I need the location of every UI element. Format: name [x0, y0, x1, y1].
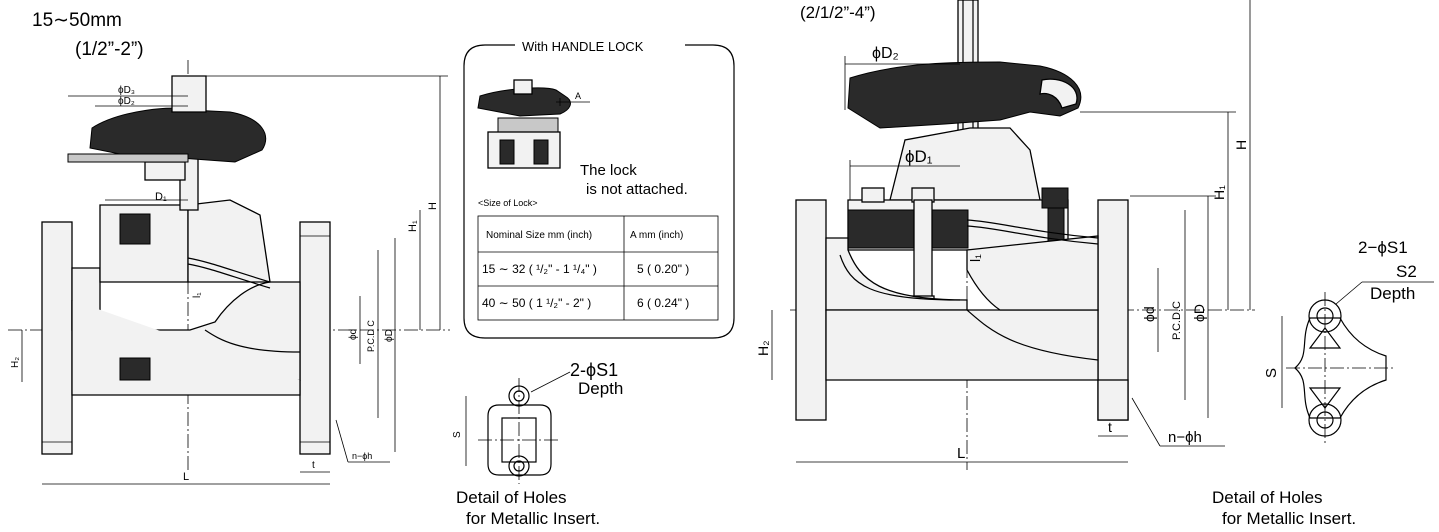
large-dim-d1: ϕD₁ — [905, 147, 933, 166]
large-hole-s1: 2−ϕS1 — [1358, 238, 1408, 257]
large-size-inch: (2/1/2”-4”) — [800, 3, 876, 22]
small-hole-detail: S 2-ϕS1 Depth Detail of Holes for Metall… — [452, 360, 623, 528]
large-dim-bigd: ϕD — [1191, 304, 1207, 322]
small-dim-h: H — [427, 202, 439, 210]
small-dim-d1: D₁ — [155, 191, 167, 203]
small-dim-d2: ϕD₂ — [118, 96, 135, 107]
lock-note-1: The lock — [580, 162, 637, 179]
small-dim-pcdc: P.C.D C — [366, 320, 376, 352]
small-size-inch: (1/2”-2”) — [75, 39, 144, 60]
lock-note-2: is not attached. — [586, 181, 688, 198]
large-hole-detail: S 2−ϕS1 S2 Depth Detail of Holes for Met… — [1212, 238, 1434, 528]
large-dim-h1: H₁ — [1211, 185, 1227, 200]
small-dim-h2: H₂ — [10, 357, 21, 368]
large-hole-s: S — [1263, 368, 1280, 378]
large-hole-caption-2: for Metallic Insert. — [1222, 509, 1356, 528]
large-dim-d2: ϕD₂ — [872, 45, 899, 62]
large-dim-l1: l₁ — [967, 254, 983, 262]
small-dim-nh: n−ϕh — [352, 451, 372, 461]
small-dim-l1: l₁ — [192, 292, 203, 298]
small-dim-d3: ϕD₃ — [118, 85, 135, 96]
table-row-2-size: 40 ∼ 50 ( 1 ¹/₂" - 2" ) — [482, 296, 591, 310]
large-dim-h: H — [1233, 140, 1249, 150]
small-dim-d: ϕd — [348, 329, 359, 340]
small-valve-drawing: 15∼50mm (1/2”-2”) ϕD₃ — [8, 10, 450, 485]
table-header-a: A mm (inch) — [630, 230, 683, 241]
large-dim-t: t — [1108, 419, 1112, 435]
large-hole-caption-1: Detail of Holes — [1212, 488, 1323, 507]
table-row-2-a: 6 ( 0.24" ) — [637, 296, 689, 310]
handle-lock-panel: With HANDLE LOCK A The lock is not attac… — [463, 39, 735, 339]
large-dim-h2: H₂ — [755, 340, 771, 356]
large-valve-drawing: (2/1/2”-4”) — [755, 0, 1255, 470]
lock-illustration: A — [477, 79, 590, 169]
lock-size-caption: <Size of Lock> — [478, 198, 538, 208]
lock-dim-a: A — [575, 91, 581, 101]
large-dim-nh: n−ϕh — [1168, 429, 1202, 446]
table-row-1-a: 5 ( 0.20" ) — [637, 262, 689, 276]
small-dim-t: t — [312, 460, 315, 471]
large-dim-d: ϕd — [1141, 306, 1157, 322]
small-hole-depth: Depth — [578, 379, 623, 398]
handle-lock-title: With HANDLE LOCK — [522, 39, 644, 54]
small-dim-bigd: ϕD — [384, 329, 395, 342]
table-row-1-size: 15 ∼ 32 ( ¹/₂" - 1 ¹/₄" ) — [482, 262, 597, 276]
large-dim-l: L — [957, 445, 965, 462]
small-hole-s: S — [452, 431, 463, 438]
small-dim-l: L — [183, 471, 189, 483]
large-hole-s2: S2 — [1396, 262, 1417, 281]
large-hole-depth: Depth — [1370, 284, 1415, 303]
small-hole-caption-1: Detail of Holes — [456, 488, 567, 507]
large-dim-pcdc: P.C.D.C — [1171, 301, 1183, 340]
small-size-mm: 15∼50mm — [32, 10, 122, 31]
small-hole-s1: 2-ϕS1 — [570, 360, 618, 380]
small-hole-caption-2: for Metallic Insert. — [466, 509, 600, 528]
lock-size-table: Nominal Size mm (inch) A mm (inch) 15 ∼ … — [477, 215, 719, 321]
small-dim-h1: H₁ — [407, 220, 419, 232]
table-header-size: Nominal Size mm (inch) — [486, 230, 592, 241]
